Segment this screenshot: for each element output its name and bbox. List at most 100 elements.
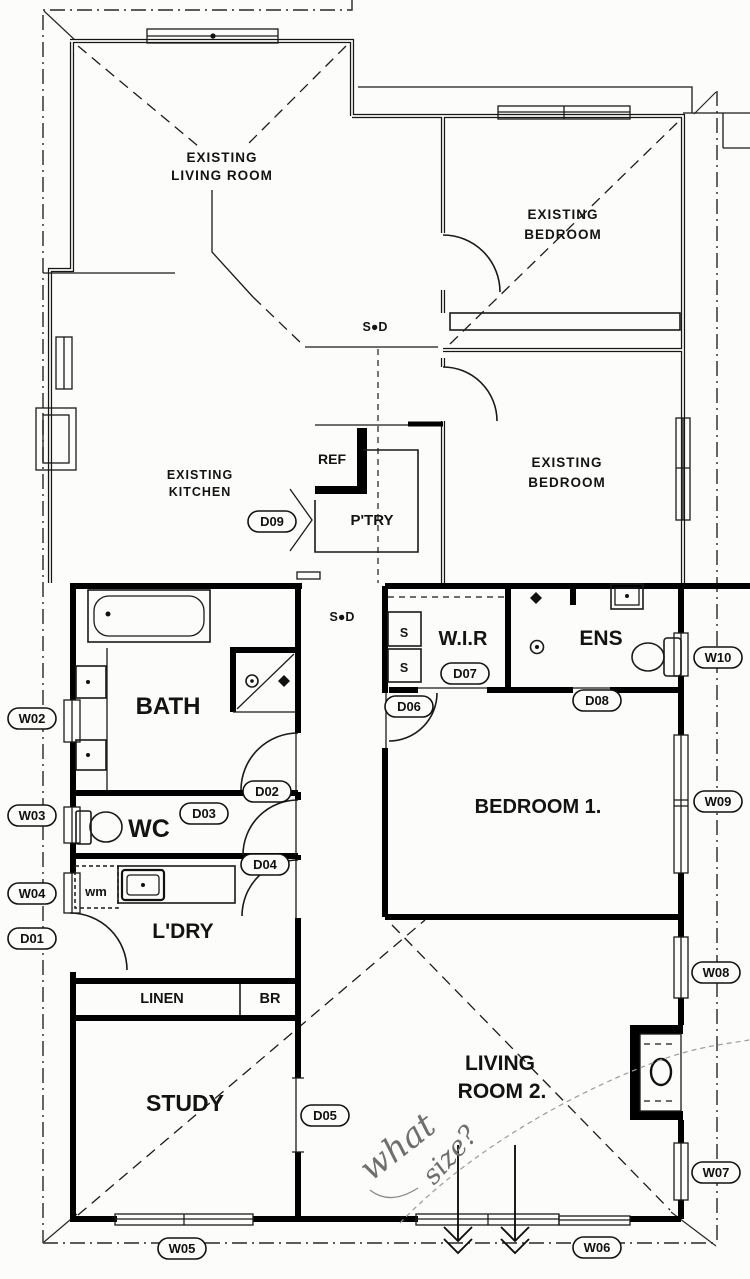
svg-text:D07: D07 — [453, 666, 477, 681]
label-existing-bedroom-mid-2: BEDROOM — [528, 475, 606, 490]
existing-walls — [47, 38, 686, 583]
svg-text:D03: D03 — [192, 806, 216, 821]
label-existing-living-2: LIVING ROOM — [171, 168, 273, 183]
label-bath: BATH — [136, 693, 201, 720]
existing-windows — [35, 28, 691, 521]
tag-d05: D05 — [300, 1104, 350, 1127]
label-existing-bedroom-top-2: BEDROOM — [524, 227, 602, 242]
label-bedroom1: BEDROOM 1. — [475, 796, 602, 818]
label-laundry: L'DRY — [152, 920, 213, 943]
tag-w08: W08 — [691, 961, 741, 984]
eave-lines — [43, 86, 750, 274]
label-broom: BR — [260, 991, 281, 1007]
tag-w03: W03 — [7, 804, 57, 827]
wir-shelves — [387, 596, 505, 683]
label-fridge: REF — [318, 451, 346, 467]
ens-toilet — [631, 637, 682, 677]
tag-d07: D07 — [440, 662, 490, 685]
window-w08-symbol — [673, 936, 689, 999]
boundary-corner-tick — [693, 91, 717, 115]
label-existing-bedroom-mid-1: EXISTING — [531, 455, 602, 470]
window-w04-symbol — [63, 872, 81, 914]
svg-text:W05: W05 — [169, 1241, 196, 1256]
svg-text:W06: W06 — [584, 1240, 611, 1255]
tag-d04: D04 — [240, 853, 290, 876]
label-shelf-upper: S — [400, 626, 408, 640]
svg-text:D04: D04 — [253, 857, 278, 872]
fixtures — [74, 583, 683, 1120]
tag-d08: D08 — [572, 689, 622, 712]
svg-text:D08: D08 — [585, 693, 609, 708]
pantry-outline — [314, 449, 419, 553]
window-direction-arrows — [443, 1145, 530, 1255]
pantry-wall — [315, 486, 367, 494]
label-pantry: P'TRY — [350, 512, 393, 529]
window-kitchen-left — [55, 336, 73, 390]
boundary-corner-tick — [43, 10, 77, 42]
window-w05-symbol — [114, 1213, 254, 1226]
bath-shower — [233, 653, 296, 713]
door-swing-bedroom1 — [388, 692, 438, 742]
smoke-detector-top: S●D — [363, 320, 388, 334]
svg-text:W07: W07 — [703, 1165, 730, 1180]
window-w09-symbol — [673, 734, 689, 874]
existing-interior — [289, 234, 681, 580]
tags: D09 D02 D03 D04 D05 D06 D07 D08 D01 W02 … — [7, 510, 743, 1260]
kitchen-bay — [35, 407, 77, 471]
window-w02-symbol — [63, 699, 81, 743]
label-linen: LINEN — [140, 991, 184, 1007]
label-existing-kitchen-2: KITCHEN — [169, 485, 232, 499]
label-wir: W.I.R — [439, 628, 488, 650]
new-windows — [63, 632, 689, 1226]
door-swing-bath — [240, 732, 299, 791]
door-swing-bedroom-top — [442, 234, 501, 293]
built-in-robe — [449, 312, 681, 331]
svg-text:W04: W04 — [19, 886, 47, 901]
label-washing-machine: wm — [84, 884, 107, 899]
label-existing-bedroom-top-1: EXISTING — [527, 207, 598, 222]
fridge-alcove-wall — [357, 428, 367, 492]
svg-text:D01: D01 — [20, 931, 44, 946]
tag-w10: W10 — [693, 646, 743, 669]
label-existing-living-1: EXISTING — [186, 150, 257, 165]
room-labels: EXISTING LIVING ROOM EXISTING BEDROOM EX… — [84, 150, 622, 1116]
label-living2-1: LIVING — [465, 1052, 535, 1075]
svg-text:W10: W10 — [705, 650, 732, 665]
svg-text:D09: D09 — [260, 514, 284, 529]
svg-text:D02: D02 — [255, 784, 279, 799]
wc-toilet — [75, 810, 123, 845]
window-bedroom-right — [675, 417, 691, 521]
tag-w02: W02 — [7, 707, 57, 730]
label-existing-kitchen-1: EXISTING — [167, 468, 233, 482]
door-swing-laundry-external — [69, 912, 128, 971]
laundry-sink — [117, 865, 236, 904]
svg-text:W09: W09 — [705, 794, 732, 809]
svg-text:D06: D06 — [397, 699, 421, 714]
window-bedroom-top — [497, 105, 631, 120]
tag-w06: W06 — [572, 1236, 622, 1259]
tag-w07: W07 — [691, 1161, 741, 1184]
fireplace — [630, 1025, 683, 1120]
pantry-bifold-door — [289, 488, 313, 552]
label-wc: WC — [128, 815, 170, 843]
tag-w04: W04 — [7, 882, 57, 905]
svg-text:W02: W02 — [19, 711, 46, 726]
tag-d03: D03 — [179, 802, 229, 825]
tag-d01: D01 — [7, 927, 57, 950]
svg-text:W08: W08 — [703, 965, 730, 980]
label-ens: ENS — [579, 627, 622, 650]
svg-text:W03: W03 — [19, 808, 46, 823]
door-swing-wc — [242, 799, 299, 856]
bathtub — [87, 589, 211, 643]
svg-text:D05: D05 — [313, 1108, 337, 1123]
tag-d02: D02 — [242, 780, 292, 803]
window-w03-symbol — [63, 806, 81, 844]
ceiling-lines — [77, 45, 679, 1216]
tag-w05: W05 — [157, 1237, 207, 1260]
window-w07-symbol — [673, 1142, 689, 1201]
door-swing-bedroom-mid — [442, 366, 498, 422]
smoke-detector-hall: S●D — [330, 610, 355, 624]
label-shelf-lower: S — [400, 661, 408, 675]
